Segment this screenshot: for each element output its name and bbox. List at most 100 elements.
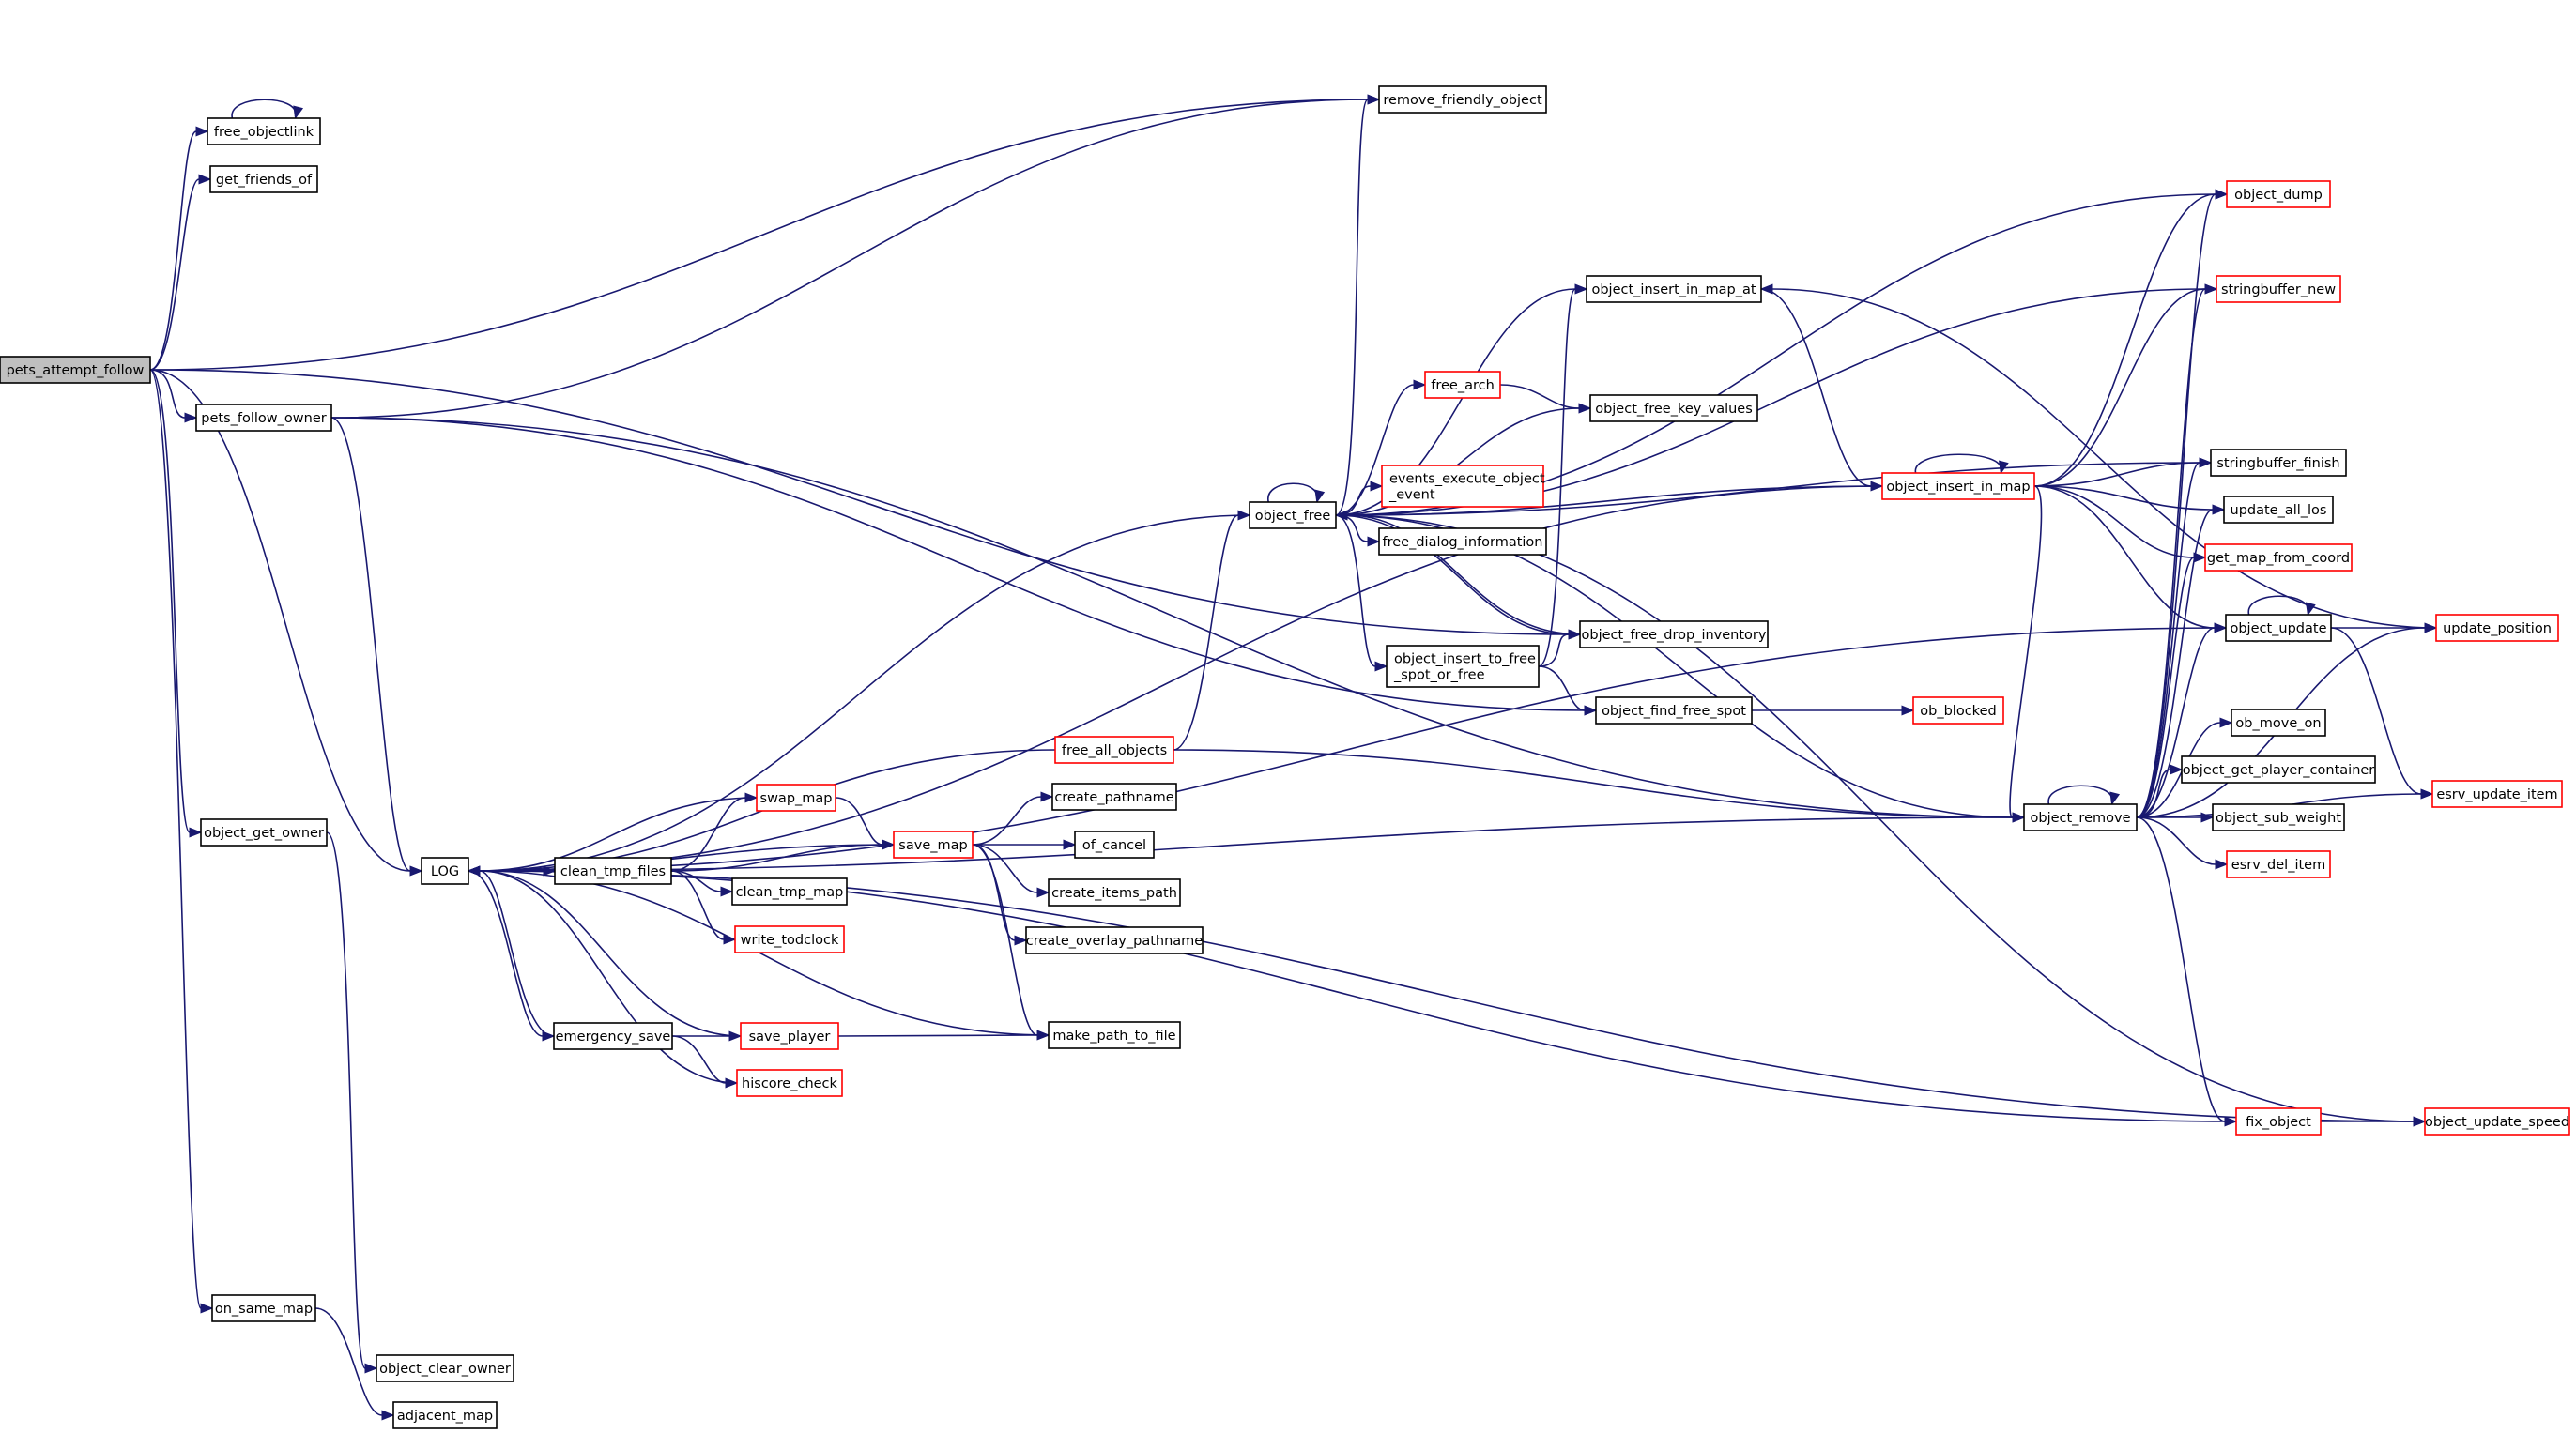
edge-line <box>1538 633 1570 667</box>
node-label: object_insert_in_map <box>1886 480 2030 495</box>
edge-arrowhead <box>1367 94 1381 105</box>
edge-pets_follow_owner-to-object_remove <box>330 417 2026 823</box>
node-ob-blocked[interactable]: ob_blocked <box>1912 696 2004 725</box>
edge-arrowhead <box>1374 661 1388 672</box>
node-remove-friendly-object[interactable]: remove_friendly_object <box>1378 85 1547 114</box>
edge-arrowhead <box>1413 379 1427 390</box>
edge-emergency_save-to-hiscore_check <box>671 1035 739 1089</box>
edge-update_position-to-object_insert_in_map_at <box>1759 283 2437 629</box>
node-clean-tmp-files[interactable]: clean_tmp_files <box>554 857 672 885</box>
node-object-update[interactable]: object_update <box>2225 614 2332 642</box>
node-emergency-save[interactable]: emergency_save <box>553 1022 673 1050</box>
edge-line <box>479 627 2227 872</box>
edge-pets_attempt_follow-to-on_same_map <box>149 369 214 1314</box>
node-save-map[interactable]: save_map <box>893 831 974 859</box>
node-object-free-key-values[interactable]: object_free_key_values <box>1589 394 1758 422</box>
node-object-get-owner[interactable]: object_get_owner <box>200 818 328 847</box>
edge-line <box>149 369 411 872</box>
node-label: object_free_drop_inventory <box>1582 628 1767 643</box>
node-object-get-player-container[interactable]: object_get_player_container <box>2181 755 2376 784</box>
node-create-pathname[interactable]: create_pathname <box>1051 783 1177 811</box>
node-label: object_free_key_values <box>1595 402 1753 417</box>
node-get-map-from-coord[interactable]: get_map_from_coord <box>2204 543 2353 572</box>
edge-arrowhead <box>2193 552 2207 563</box>
node-object-dump[interactable]: object_dump <box>2226 180 2331 208</box>
node-events-execute-object-event[interactable]: events_execute_object_event <box>1381 465 1545 508</box>
edge-line <box>2330 627 2422 795</box>
edge-line <box>479 816 2025 872</box>
node-pets-attempt-follow[interactable]: pets_attempt_follow <box>0 356 151 384</box>
node-create-overlay-pathname[interactable]: create_overlay_pathname <box>1025 926 1204 954</box>
node-object-clear-owner[interactable]: object_clear_owner <box>376 1354 514 1382</box>
node-label: clean_tmp_files <box>560 864 666 879</box>
node-update-position[interactable]: update_position <box>2435 614 2559 642</box>
node-update-all-los[interactable]: update_all_los <box>2223 496 2334 524</box>
edge-arrowhead <box>1063 839 1077 850</box>
edge-object_insert_in_map-to-object_insert_in_map <box>1914 453 2009 475</box>
node-ob-move-on[interactable]: ob_move_on <box>2231 709 2326 737</box>
node-free-arch[interactable]: free_arch <box>1424 371 1501 399</box>
edge-arrowhead <box>1036 887 1050 898</box>
node-free-dialog-information[interactable]: free_dialog_information <box>1378 527 1547 556</box>
node-save-player[interactable]: save_player <box>740 1022 839 1050</box>
edge-arrowhead <box>2215 859 2229 870</box>
edge-line <box>314 1307 383 1416</box>
node-object-insert-in-map-at[interactable]: object_insert_in_map_at <box>1586 275 1762 303</box>
node-hiscore-check[interactable]: hiscore_check <box>736 1069 843 1097</box>
node-object-remove[interactable]: object_remove <box>2023 803 2138 831</box>
node-box <box>1054 736 1174 764</box>
edge-save_player-to-make_path_to_file <box>837 1030 1050 1041</box>
edge-line <box>479 870 555 1037</box>
node-free-objectlink[interactable]: free_objectlink <box>207 117 321 145</box>
node-free-all-objects[interactable]: free_all_objects <box>1054 736 1174 764</box>
edge-pets_follow_owner-to-remove_friendly_object <box>330 94 1381 419</box>
node-LOG[interactable]: LOG <box>421 857 469 885</box>
node-make-path-to-file[interactable]: make_path_to_file <box>1048 1021 1181 1049</box>
node-label: _spot_or_free <box>1393 668 1485 683</box>
node-stringbuffer-new[interactable]: stringbuffer_new <box>2216 275 2341 303</box>
node-object-find-free-spot[interactable]: object_find_free_spot <box>1595 696 1753 725</box>
node-adjacent-map[interactable]: adjacent_map <box>392 1401 498 1429</box>
edge-line <box>330 417 1586 711</box>
node-label: object_update <box>2230 621 2326 636</box>
node-stringbuffer-finish[interactable]: stringbuffer_finish <box>2210 449 2347 477</box>
edge-arrowhead <box>195 126 209 137</box>
node-of-cancel[interactable]: of_cancel <box>1074 831 1155 859</box>
node-get-friends-of[interactable]: get_friends_of <box>209 165 318 193</box>
edge-object_remove-to-stringbuffer_new <box>2136 283 2218 818</box>
edge-line <box>1173 514 1239 751</box>
node-on-same-map[interactable]: on_same_map <box>211 1294 316 1322</box>
edge-line <box>149 369 191 833</box>
node-object-insert-to-free-spot-or-free[interactable]: object_insert_to_free_spot_or_free <box>1386 645 1540 688</box>
node-box <box>2231 709 2326 737</box>
node-label: update_all_los <box>2231 503 2327 518</box>
edge-line <box>479 797 758 872</box>
node-esrv-update-item[interactable]: esrv_update_item <box>2431 780 2563 808</box>
node-box <box>195 404 332 432</box>
node-label: save_map <box>898 838 967 853</box>
edge-line <box>149 369 1570 635</box>
node-esrv-del-item[interactable]: esrv_del_item <box>2226 850 2331 878</box>
edge-pets_attempt_follow-to-pets_follow_owner <box>149 369 198 423</box>
node-label: stringbuffer_new <box>2221 282 2336 297</box>
node-fix-object[interactable]: fix_object <box>2235 1107 2322 1136</box>
edge-line <box>1335 514 1570 635</box>
node-object-free-drop-inventory[interactable]: object_free_drop_inventory <box>1579 620 1769 648</box>
edge-line <box>2033 485 2195 558</box>
node-swap-map[interactable]: swap_map <box>756 784 836 812</box>
node-object-insert-in-map[interactable]: object_insert_in_map <box>1881 472 2035 500</box>
node-pets-follow-owner[interactable]: pets_follow_owner <box>195 404 332 432</box>
node-object-free[interactable]: object_free <box>1249 501 1337 529</box>
edge-free_objectlink-to-free_objectlink <box>231 99 304 120</box>
edge-line <box>837 1034 1038 1037</box>
node-object-update-speed[interactable]: object_update_speed <box>2424 1107 2570 1136</box>
edge-line <box>330 99 1369 419</box>
node-object-sub-weight[interactable]: object_sub_weight <box>2212 803 2345 831</box>
node-create-items-path[interactable]: create_items_path <box>1048 878 1181 907</box>
edge-pets_follow_owner-to-LOG <box>330 417 423 877</box>
node-clean-tmp-map[interactable]: clean_tmp_map <box>731 877 848 906</box>
node-write-todclock[interactable]: write_todclock <box>734 925 845 953</box>
edge-emergency_save-to-LOG <box>467 865 555 1037</box>
node-box <box>209 165 318 193</box>
edge-arrowhead <box>2212 504 2226 515</box>
